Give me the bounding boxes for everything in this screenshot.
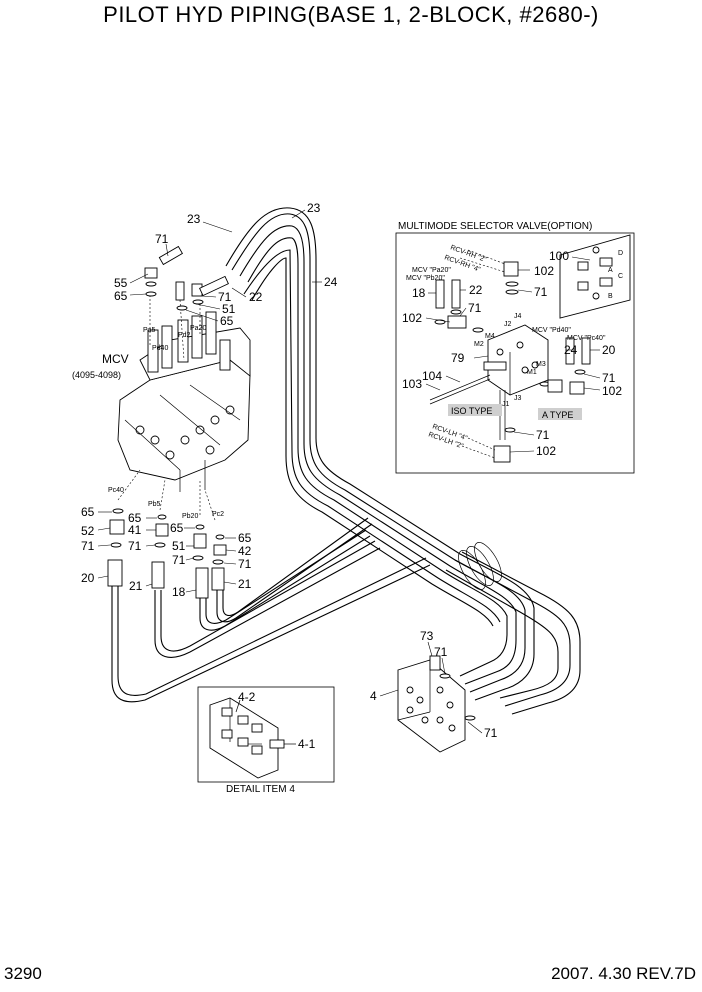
multimode-leaders <box>425 256 601 453</box>
port-j4: J4 <box>514 313 522 320</box>
callout-leaders <box>97 209 483 745</box>
callout-55: 55 <box>114 276 128 290</box>
mm-callout-71-d: 71 <box>536 428 550 442</box>
mm-callout-20: 20 <box>602 343 616 357</box>
callout-71-e: 71 <box>172 553 186 567</box>
mm-callout-24: 24 <box>564 343 578 357</box>
junction-block <box>397 655 476 753</box>
callout-24: 24 <box>324 275 338 289</box>
port-a: A <box>608 267 613 274</box>
callout-71-g: 71 <box>434 645 448 659</box>
mm-callout-104: 104 <box>422 369 442 383</box>
mm-callout-22: 22 <box>469 283 483 297</box>
detail-caption: DETAIL ITEM 4 <box>226 784 295 795</box>
port-pd2: Pd2 <box>178 332 191 339</box>
callout-65-c: 65 <box>81 505 95 519</box>
label-iso-type: ISO TYPE <box>451 406 492 416</box>
callout-71-h: 71 <box>484 726 498 740</box>
port-leaders <box>117 295 216 521</box>
port-pc2: Pc2 <box>212 511 224 518</box>
mcv-bottom-fittings <box>107 508 227 599</box>
port-pb5: Pb5 <box>148 501 161 508</box>
multimode-selector-box <box>395 232 635 474</box>
mm-callout-100: 100 <box>549 249 569 263</box>
port-pc40: Pc40 <box>108 487 124 494</box>
port-m2: M2 <box>474 341 484 348</box>
callout-23-left: 23 <box>187 212 201 226</box>
callout-71-b: 71 <box>218 290 232 304</box>
callout-4: 4 <box>370 689 377 703</box>
callout-20: 20 <box>81 571 95 585</box>
label-a-type: A TYPE <box>542 410 573 420</box>
port-m1: M1 <box>527 369 537 376</box>
detail-callout-4-1: 4-1 <box>298 737 316 751</box>
callout-18: 18 <box>172 585 186 599</box>
pipe-bundle <box>111 207 581 715</box>
port-c: C <box>618 273 623 280</box>
mm-callout-79: 79 <box>451 351 465 365</box>
port-m4: M4 <box>485 333 495 340</box>
port-pa20: Pa20 <box>190 325 206 332</box>
label-mcv-pd40: MCV "Pd40" <box>532 327 571 334</box>
callout-71-f: 71 <box>238 557 252 571</box>
multimode-header: MULTIMODE SELECTOR VALVE(OPTION) <box>398 221 592 232</box>
port-j2: J2 <box>504 321 512 328</box>
port-b: B <box>608 293 613 300</box>
callout-73: 73 <box>420 629 434 643</box>
callout-41: 41 <box>128 523 142 537</box>
mcv-labels: MCV (4095-4098) Pa5 Pd2 Pa20 Pd40 Pc40 P… <box>72 325 224 520</box>
port-pd40: Pd40 <box>152 345 168 352</box>
callout-51-top: 51 <box>222 302 236 316</box>
mcv-valve-block <box>117 311 251 492</box>
callout-51-b: 51 <box>172 539 186 553</box>
callout-65-e: 65 <box>170 521 184 535</box>
callout-71-c: 71 <box>81 539 95 553</box>
port-m3: M3 <box>536 361 546 368</box>
callout-21-right: 21 <box>238 577 252 591</box>
multimode-labels: MULTIMODE SELECTOR VALVE(OPTION) RCV-RH … <box>398 221 623 458</box>
mm-callout-71-c: 71 <box>602 371 616 385</box>
page-title: PILOT HYD PIPING(BASE 1, 2-BLOCK, #2680-… <box>103 2 599 27</box>
port-pa5: Pa5 <box>143 327 156 334</box>
mcv-range-label: (4095-4098) <box>72 370 121 380</box>
callout-22: 22 <box>249 290 263 304</box>
detail-callout-4-2: 4-2 <box>238 690 256 704</box>
label-mcv-pa20: MCV "Pa20" <box>412 267 451 274</box>
port-j1: J1 <box>502 401 510 408</box>
callout-65-top: 65 <box>114 289 128 303</box>
label-mcv-pc40: MCV "Pc40" <box>567 335 606 342</box>
port-j3: J3 <box>514 395 522 402</box>
main-callouts: 23 23 71 24 55 65 22 71 51 65 65 52 71 2… <box>81 201 498 740</box>
mcv-label: MCV <box>102 352 129 366</box>
callout-71-d: 71 <box>128 539 142 553</box>
mm-callout-103: 103 <box>402 377 422 391</box>
revision-date: 2007. 4.30 REV.7D <box>551 964 696 983</box>
detail-labels: 4-2 4-1 DETAIL ITEM 4 <box>226 690 316 795</box>
callout-71-top: 71 <box>155 232 169 246</box>
detail-item-4 <box>197 686 335 783</box>
mm-callout-18: 18 <box>412 286 426 300</box>
callout-42: 42 <box>238 544 252 558</box>
callout-21-left: 21 <box>129 579 143 593</box>
page-number: 3290 <box>4 964 42 983</box>
port-d: D <box>618 250 623 257</box>
mm-callout-102-a: 102 <box>534 264 554 278</box>
label-mcv-pb20: MCV "Pb20" <box>406 275 445 282</box>
port-pb20: Pb20 <box>182 513 198 520</box>
mcv-top-fittings <box>144 245 229 311</box>
mm-callout-71-a: 71 <box>534 285 548 299</box>
callout-65-b: 65 <box>220 314 234 328</box>
mm-callout-102-b: 102 <box>402 311 422 325</box>
mm-callout-71-b: 71 <box>468 301 482 315</box>
mm-callout-102-c: 102 <box>602 384 622 398</box>
callout-65-f: 65 <box>238 531 252 545</box>
mm-callout-102-d: 102 <box>536 444 556 458</box>
callout-52: 52 <box>81 524 95 538</box>
callout-65-d: 65 <box>128 511 142 525</box>
callout-23-right: 23 <box>307 201 321 215</box>
